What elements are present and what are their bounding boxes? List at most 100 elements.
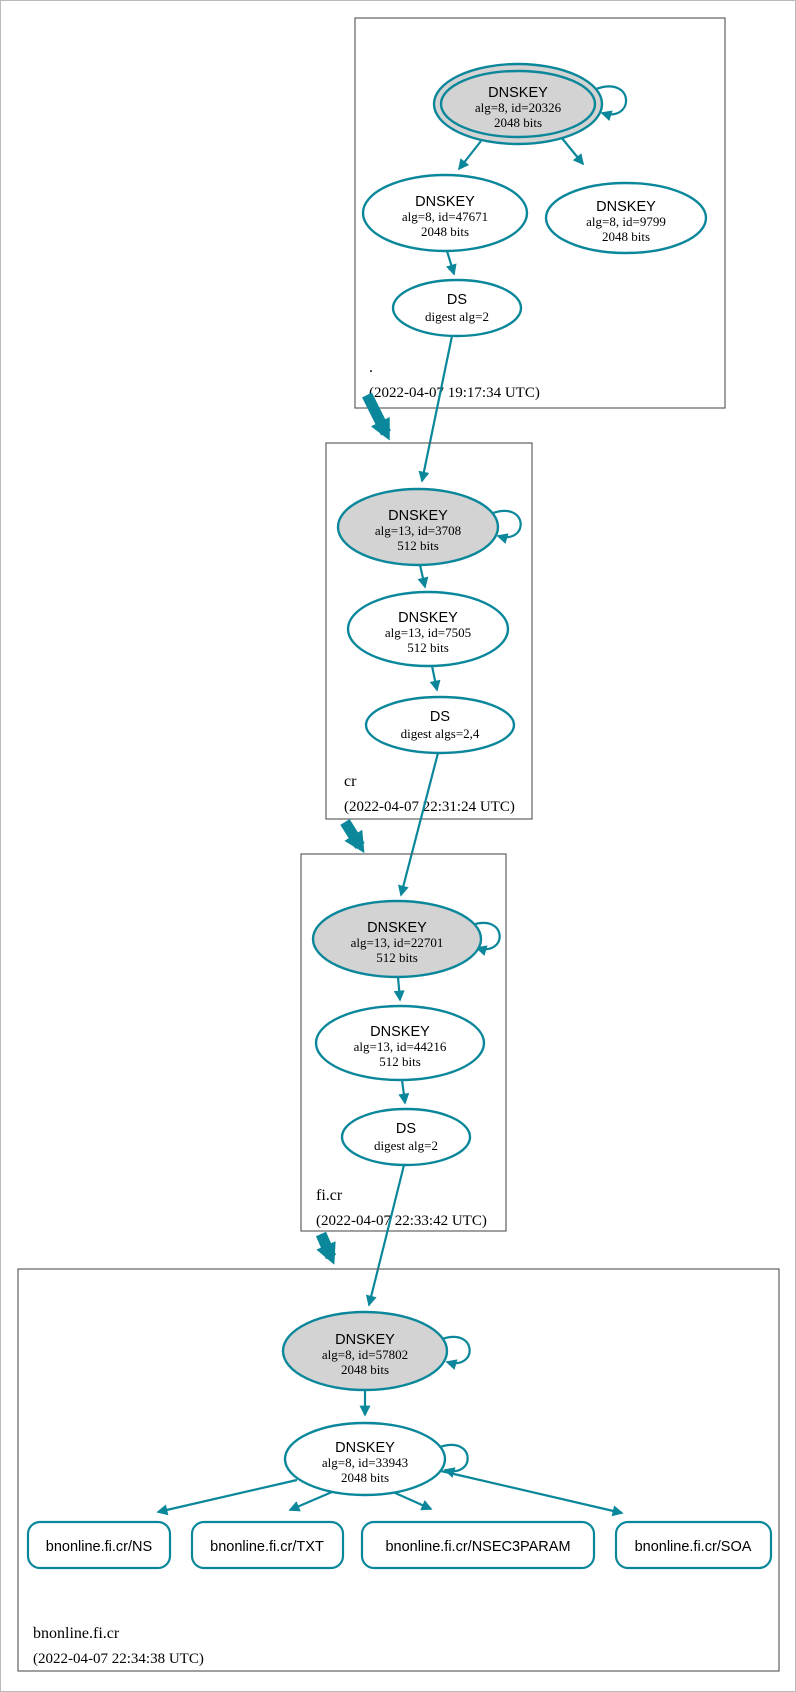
zone-box-ficr	[300, 853, 507, 1232]
ksk-ellipse-inner	[439, 69, 597, 139]
node-bits: 512 bits	[397, 538, 439, 553]
rrset-node-txt[interactable]: bnonline.fi.cr/TXT	[190, 1520, 345, 1570]
node-title: DS	[430, 709, 450, 725]
edge-ficr-ds-to-bnonline-dnskey	[365, 1164, 406, 1307]
node-detail: alg=8, id=57802	[322, 1347, 408, 1362]
node-ficr-ds[interactable]: DS digest alg=2	[340, 1107, 472, 1167]
rrset-label: bnonline.fi.cr/NSEC3PARAM	[385, 1539, 570, 1555]
node-detail: digest alg=2	[425, 309, 489, 324]
node-cr-zsk-dnskey-7505[interactable]: DNSKEY alg=13, id=7505 512 bits	[346, 590, 510, 668]
node-title: DS	[447, 292, 467, 308]
node-title: DNSKEY	[596, 199, 656, 215]
node-bits: 2048 bits	[341, 1362, 389, 1377]
node-detail: alg=13, id=22701	[351, 935, 444, 950]
zsk-ellipse	[346, 590, 510, 668]
node-root-zsk-dnskey-47671[interactable]: DNSKEY alg=8, id=47671 2048 bits	[361, 173, 529, 253]
edge-bnonline-zsk-to-soa	[440, 1469, 624, 1517]
node-title: DNSKEY	[335, 1332, 395, 1348]
zone-timestamp-cr: (2022-04-07 22:31:24 UTC)	[344, 799, 515, 815]
node-bnonline-zsk-dnskey-33943[interactable]: DNSKEY alg=8, id=33943 2048 bits	[283, 1421, 447, 1497]
edge-bnonline-zsk-to-nsec3param	[392, 1490, 433, 1511]
node-detail: alg=8, id=33943	[322, 1455, 408, 1470]
node-detail: alg=13, id=7505	[385, 625, 471, 640]
edge-root-ksk-to-dnskey9799	[560, 136, 585, 166]
delegation-arrow-cr-to-ficr	[340, 819, 365, 854]
edge-ficr-ksk-to-zsk	[393, 976, 405, 1002]
rrset-node-nsec3param[interactable]: bnonline.fi.cr/NSEC3PARAM	[360, 1520, 596, 1570]
zone-label-root: .	[369, 359, 373, 376]
node-bits: 512 bits	[379, 1054, 421, 1069]
node-bits: 2048 bits	[602, 229, 650, 244]
rrset-label: bnonline.fi.cr/TXT	[210, 1539, 324, 1555]
zone-box-cr	[325, 442, 533, 820]
node-detail: digest algs=2,4	[401, 726, 480, 741]
dnskey-ellipse	[544, 181, 708, 255]
rrset-node-soa[interactable]: bnonline.fi.cr/SOA	[614, 1520, 773, 1570]
zone-ficr: fi.cr (2022-04-07 22:33:42 UTC)	[300, 853, 507, 1232]
rrset-label: bnonline.fi.cr/NS	[46, 1539, 152, 1555]
edge-cr-ksk-to-zsk	[417, 564, 429, 589]
node-detail: alg=8, id=47671	[402, 209, 488, 224]
node-bits: 2048 bits	[341, 1470, 389, 1485]
edge-bnonline-zsk-to-txt	[288, 1490, 333, 1512]
node-ficr-ksk-dnskey-22701[interactable]: DNSKEY alg=13, id=22701 512 bits	[311, 899, 483, 979]
ds-ellipse	[391, 278, 523, 338]
rrset-rect	[614, 1520, 773, 1570]
node-root-ksk-dnskey-20326[interactable]: DNSKEY alg=8, id=20326 2048 bits	[432, 62, 604, 146]
zone-timestamp-root: (2022-04-07 19:17:34 UTC)	[369, 385, 540, 401]
node-title: DNSKEY	[370, 1024, 430, 1040]
node-title: DNSKEY	[367, 920, 427, 936]
ksk-ellipse	[336, 487, 500, 567]
node-bnonline-ksk-dnskey-57802[interactable]: DNSKEY alg=8, id=57802 2048 bits	[281, 1310, 449, 1392]
zone-label-ficr: fi.cr	[316, 1187, 343, 1204]
node-cr-ksk-dnskey-3708[interactable]: DNSKEY alg=13, id=3708 512 bits	[336, 487, 500, 567]
zone-ficr-nodes: DNSKEY alg=13, id=22701 512 bits DNSKEY …	[311, 899, 486, 1167]
node-detail: alg=13, id=44216	[354, 1039, 447, 1054]
node-ficr-zsk-dnskey-44216[interactable]: DNSKEY alg=13, id=44216 512 bits	[314, 1004, 486, 1082]
rrset-rect	[26, 1520, 172, 1570]
node-detail: alg=8, id=9799	[586, 214, 666, 229]
edge-cr-ksk-selfloop	[492, 509, 522, 544]
zone-label-bnonline: bnonline.fi.cr	[33, 1625, 120, 1642]
zone-root-nodes: DNSKEY alg=8, id=20326 2048 bits DNSKEY …	[361, 62, 708, 338]
node-detail: alg=13, id=3708	[375, 523, 461, 538]
node-title: DNSKEY	[415, 194, 475, 210]
node-title: DNSKEY	[398, 610, 458, 626]
zone-label-cr: cr	[344, 773, 357, 790]
edge-cr-zsk-to-ds	[429, 665, 441, 692]
edge-cr-ds-to-ficr-dnskey	[398, 752, 440, 897]
rrset-node-ns[interactable]: bnonline.fi.cr/NS	[26, 1520, 172, 1570]
edge-bnonline-ksk-selfloop	[441, 1335, 471, 1370]
ksk-ellipse-outer	[432, 62, 604, 146]
edge-bnonline-zsk-to-ns	[156, 1478, 298, 1516]
edge-bnonline-zsk-selfloop	[439, 1443, 469, 1478]
edge-ficr-ksk-selfloop	[471, 921, 501, 956]
delegation-arrow-root-to-cr	[362, 392, 391, 441]
node-root-dnskey-9799[interactable]: DNSKEY alg=8, id=9799 2048 bits	[544, 181, 708, 255]
ksk-ellipse	[311, 899, 483, 979]
edge-root-ksk-to-zsk	[457, 140, 482, 171]
ds-ellipse	[340, 1107, 472, 1167]
ds-ellipse	[364, 695, 516, 755]
delegation-arrow-ficr-to-bnonline	[315, 1231, 337, 1265]
node-bits: 2048 bits	[494, 115, 542, 130]
zone-cr: cr (2022-04-07 22:31:24 UTC)	[325, 442, 533, 820]
node-root-ds[interactable]: DS digest alg=2	[391, 278, 523, 338]
rrset-rect	[360, 1520, 596, 1570]
node-title: DS	[396, 1121, 416, 1137]
edge-root-zsk-to-ds	[445, 250, 457, 276]
edge-ficr-zsk-to-ds	[398, 1079, 410, 1105]
zone-cr-nodes: DNSKEY alg=13, id=3708 512 bits DNSKEY a…	[336, 487, 516, 755]
zone-bnonline: bnonline.fi.cr (2022-04-07 22:34:38 UTC)…	[17, 1268, 780, 1672]
ksk-ellipse	[281, 1310, 449, 1392]
zone-box-bnonline	[17, 1268, 780, 1672]
node-cr-ds[interactable]: DS digest algs=2,4	[364, 695, 516, 755]
zone-timestamp-ficr: (2022-04-07 22:33:42 UTC)	[316, 1213, 487, 1229]
rrset-rect	[190, 1520, 345, 1570]
zone-timestamp-bnonline: (2022-04-07 22:34:38 UTC)	[33, 1651, 204, 1667]
zsk-ellipse	[314, 1004, 486, 1082]
zone-root: . (2022-04-07 19:17:34 UTC)	[354, 17, 726, 409]
edge-root-ds-to-cr-dnskey	[418, 335, 454, 483]
